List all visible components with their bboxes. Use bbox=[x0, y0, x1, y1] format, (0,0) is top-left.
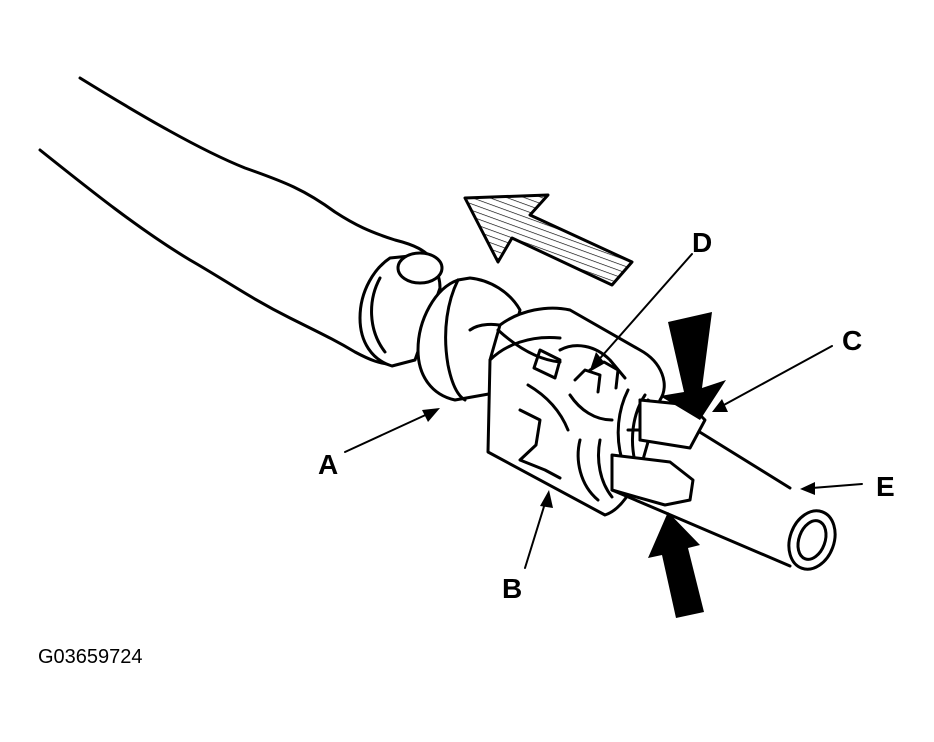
squeeze-arrow-bottom-icon bbox=[648, 512, 704, 618]
squeeze-arrow-top-icon bbox=[660, 312, 726, 420]
fitting-boss bbox=[396, 251, 444, 285]
callout-a: A bbox=[318, 449, 338, 480]
leader-lines bbox=[344, 253, 863, 569]
callout-d: D bbox=[692, 227, 712, 258]
retainer bbox=[558, 344, 647, 464]
lower-tab bbox=[610, 453, 695, 507]
callout-b: B bbox=[502, 573, 522, 604]
figure-id: G03659724 bbox=[38, 646, 143, 668]
callout-e: E bbox=[876, 471, 895, 502]
pipe bbox=[610, 398, 837, 571]
callout-c: C bbox=[842, 325, 862, 356]
squeeze-arrows bbox=[648, 312, 726, 618]
pull-direction-arrow-icon bbox=[463, 193, 634, 287]
hose bbox=[38, 76, 437, 367]
